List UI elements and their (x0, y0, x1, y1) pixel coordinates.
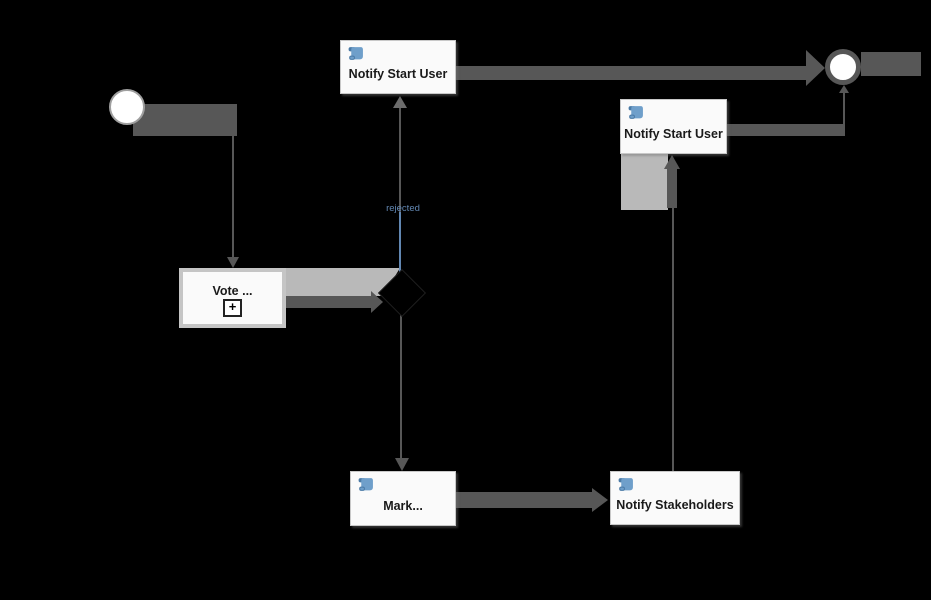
flow-notify-right-to-end-bar (727, 124, 845, 136)
script-icon (348, 47, 363, 60)
flow-stakeholders-to-notify-line (672, 208, 674, 471)
end-event[interactable] (825, 49, 861, 85)
flow-start-to-vote-bar (133, 104, 237, 136)
arrowhead-into-vote (227, 257, 239, 268)
arrowhead-into-stakeholders (592, 488, 608, 512)
arrowhead-into-end-event (806, 50, 825, 86)
task-label: Notify Stakeholders (616, 498, 734, 512)
sequence-flow-rejected-line[interactable] (399, 108, 401, 212)
task-notify-start-user-top[interactable]: Notify Start User (340, 40, 456, 94)
flow-stakeholders-to-notify-bar (667, 168, 677, 208)
script-icon (618, 478, 633, 491)
script-icon (628, 106, 643, 119)
flow-notify-top-to-end-bar (456, 66, 806, 80)
flow-gateway-to-mark-line[interactable] (400, 314, 402, 458)
sequence-flow-rejected-highlighted[interactable] (399, 212, 401, 272)
subprocess-vote[interactable]: Vote ... + (179, 268, 286, 328)
task-label: Notify Start User (348, 67, 448, 81)
arrowhead-into-notify-top (393, 96, 407, 108)
arrowhead-into-mark (395, 458, 409, 471)
flow-after-end-bar (861, 52, 921, 76)
arrowhead-into-end-event-bottom (839, 85, 849, 93)
flow-stakeholders-to-notify-heatband (621, 154, 668, 210)
task-notify-stakeholders[interactable]: Notify Stakeholders (610, 471, 740, 525)
subprocess-expand-marker[interactable]: + (223, 298, 242, 317)
script-icon (358, 478, 373, 491)
arrowhead-into-gateway (371, 291, 383, 313)
task-mark[interactable]: Mark... (350, 471, 456, 526)
start-event[interactable] (109, 89, 145, 125)
flow-notify-right-to-end-line (843, 92, 845, 124)
arrowhead-into-notify-right (664, 155, 680, 169)
task-label: Notify Start User (624, 126, 723, 141)
flow-vote-to-gateway-bar (286, 296, 371, 308)
task-label: Mark... (383, 498, 423, 513)
task-notify-start-user-right[interactable]: Notify Start User (620, 99, 727, 154)
flow-mark-to-stakeholders-bar (456, 492, 592, 508)
flow-start-to-vote-line (232, 134, 234, 258)
subprocess-vote-label: Vote ... (212, 283, 253, 298)
flow-label-rejected[interactable]: rejected (386, 203, 420, 214)
